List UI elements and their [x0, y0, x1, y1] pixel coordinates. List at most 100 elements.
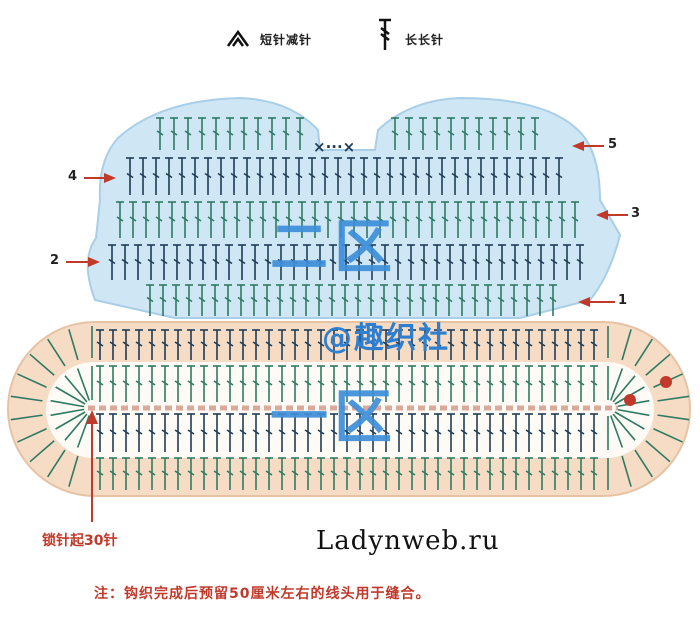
- upper-stitch: [155, 201, 163, 238]
- watermark-text: @趣织社: [322, 321, 450, 356]
- upper-stitch: [360, 157, 368, 195]
- upper-stitch: [296, 117, 304, 150]
- lower-stitch: [252, 457, 260, 490]
- lower-stitch: [291, 329, 299, 360]
- lower-stitch: [135, 413, 143, 452]
- left-end-stitch: [29, 353, 55, 376]
- lower-stitch: [239, 413, 247, 452]
- lower-stitch: [187, 413, 195, 452]
- upper-stitch: [477, 157, 485, 195]
- upper-stitch: [186, 244, 194, 280]
- lower-stitch: [395, 365, 403, 402]
- upper-stitch: [406, 284, 414, 316]
- upper-stitch: [328, 284, 336, 316]
- upper-stitch: [571, 201, 579, 238]
- upper-stitch: [237, 284, 245, 316]
- lower-stitch: [200, 329, 208, 360]
- upper-stitch: [191, 157, 199, 195]
- upper-stitch: [563, 244, 571, 280]
- lower-stitch: [421, 365, 429, 402]
- upper-stitch: [412, 157, 420, 195]
- lower-stitch: [239, 329, 247, 360]
- lower-stitch: [408, 329, 416, 360]
- lower-stitch: [291, 457, 299, 490]
- lower-stitch: [382, 457, 390, 490]
- upper-stitch: [367, 284, 375, 316]
- upper-stitch: [172, 284, 180, 316]
- upper-stitch: [337, 201, 345, 238]
- lower-stitch: [486, 365, 494, 402]
- upper-stitch: [373, 157, 381, 195]
- row-arrow-1: [578, 297, 615, 307]
- lower-stitch: [265, 457, 273, 490]
- upper-stitch: [428, 201, 436, 238]
- lower-stitch: [564, 365, 572, 402]
- right-end-stitch: [612, 413, 636, 441]
- upper-stitch: [276, 284, 284, 316]
- upper-stitch: [376, 201, 384, 238]
- upper-stitch: [146, 284, 154, 316]
- lower-stitch: [395, 329, 403, 360]
- upper-stitch: [139, 157, 147, 195]
- lower-stitch: [408, 457, 416, 490]
- lower-stitch: [538, 329, 546, 360]
- lower-stitch: [343, 413, 351, 452]
- upper-stitch: [489, 117, 497, 150]
- lower-stitch: [473, 457, 481, 490]
- lower-stitch: [499, 413, 507, 452]
- upper-stitch: [198, 284, 206, 316]
- lower-stitch: [265, 365, 273, 402]
- upper-stitch: [121, 244, 129, 280]
- upper-stitch: [178, 157, 186, 195]
- upper-stitch: [425, 157, 433, 195]
- lower-stitch: [434, 365, 442, 402]
- upper-stitch: [108, 244, 116, 280]
- upper-stitch: [350, 201, 358, 238]
- upper-stitch: [537, 244, 545, 280]
- right-end-stitch: [615, 408, 650, 417]
- upper-stitch: [405, 117, 413, 150]
- lower-stitch: [213, 413, 221, 452]
- lower-stitch: [265, 329, 273, 360]
- upper-stitch: [334, 157, 342, 195]
- lower-stitch: [226, 413, 234, 452]
- upper-stitch: [207, 201, 215, 238]
- lower-stitch: [356, 457, 364, 490]
- lower-stitch: [408, 365, 416, 402]
- decrease-stitch-icon: [226, 29, 250, 47]
- left-end-stitch: [17, 428, 47, 443]
- treble-stitch-icon: [379, 18, 391, 50]
- lower-stitch: [590, 329, 598, 360]
- upper-stitch: [129, 201, 137, 238]
- lower-stitch: [512, 413, 520, 452]
- upper-stitch: [147, 244, 155, 280]
- row-arrow-3: [596, 210, 628, 220]
- lower-stitch: [252, 413, 260, 452]
- upper-stitch: [438, 157, 446, 195]
- upper-stitch: [341, 284, 349, 316]
- upper-stitch: [204, 157, 212, 195]
- upper-stitch: [272, 201, 280, 238]
- zone-label-lower: 一区: [270, 383, 399, 451]
- lower-stitch: [447, 457, 455, 490]
- decrease-mark-text: ×···×: [313, 138, 356, 156]
- upper-stitch: [503, 157, 511, 195]
- upper-stitch: [269, 157, 277, 195]
- upper-stitch: [324, 201, 332, 238]
- upper-stitch: [498, 244, 506, 280]
- lower-stitch: [304, 329, 312, 360]
- upper-stitch: [381, 244, 389, 280]
- row-arrow-4: [84, 173, 116, 183]
- upper-stitch: [311, 201, 319, 238]
- left-end-stitch: [50, 399, 85, 408]
- upper-stitch: [446, 244, 454, 280]
- lower-stitch: [369, 413, 377, 452]
- lower-stitch: [590, 457, 598, 490]
- lower-stitch: [174, 365, 182, 402]
- lower-stitch: [460, 329, 468, 360]
- round-marker-1: [624, 394, 636, 406]
- upper-stitch: [368, 244, 376, 280]
- lower-stitch: [460, 457, 468, 490]
- lower-stitch: [304, 413, 312, 452]
